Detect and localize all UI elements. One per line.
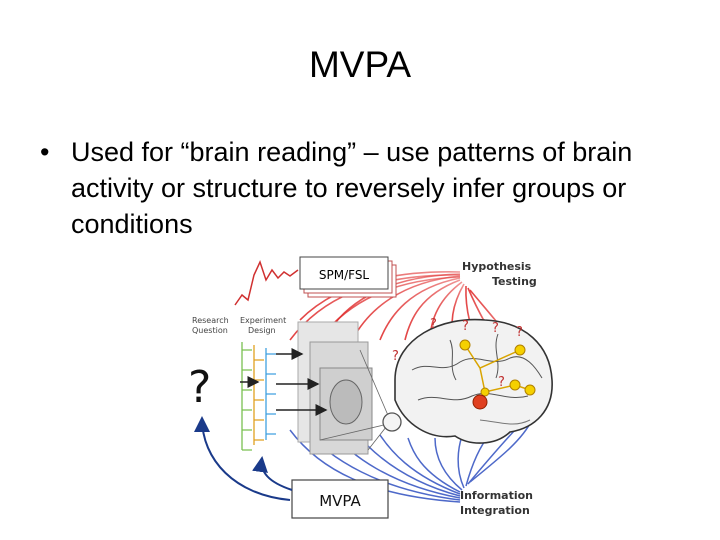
activity-waveform (234, 259, 299, 306)
big-question-mark: ? (188, 362, 211, 413)
brain-illustration (394, 318, 553, 444)
information-label-line2: Integration (460, 504, 530, 517)
mvpa-diagram: SPM/FSL Hypothesis Testing Research Ques… (188, 256, 553, 519)
svg-text:?: ? (492, 321, 499, 336)
research-label-line2: Question (192, 326, 228, 335)
slide-title: MVPA (308, 44, 412, 85)
svg-text:?: ? (498, 375, 505, 390)
active-region-node (472, 394, 488, 410)
spm-fsl-label: SPM/FSL (319, 268, 370, 282)
feedback-arrows (194, 416, 293, 501)
svg-text:?: ? (430, 317, 437, 332)
design-tree (241, 342, 276, 451)
face-image (329, 379, 363, 425)
information-label-line1: Information (460, 489, 533, 502)
experiment-label-line1: Experiment (240, 316, 286, 325)
spm-fsl-box: SPM/FSL (299, 256, 397, 298)
svg-text:?: ? (392, 349, 399, 364)
research-label-line1: Research (192, 316, 229, 325)
svg-text:?: ? (462, 319, 469, 334)
bullet-dot: • (40, 137, 50, 167)
experiment-label-line2: Design (248, 326, 276, 335)
stimulus-images (297, 321, 373, 455)
mvpa-box-label: MVPA (319, 492, 361, 510)
input-arrows (240, 348, 328, 416)
svg-text:?: ? (516, 325, 523, 340)
hypothesis-label-line1: Hypothesis (462, 260, 532, 273)
hypothesis-label-line2: Testing (492, 275, 537, 288)
brain-network (459, 339, 536, 410)
bullet-item: • Used for “brain reading” – use pattern… (40, 134, 680, 242)
eye-icon (382, 412, 402, 432)
bullet-text: Used for “brain reading” – use patterns … (71, 137, 633, 239)
brain-question-marks: ? ? ? ? ? ? (392, 317, 523, 390)
mvpa-box: MVPA (291, 479, 389, 519)
